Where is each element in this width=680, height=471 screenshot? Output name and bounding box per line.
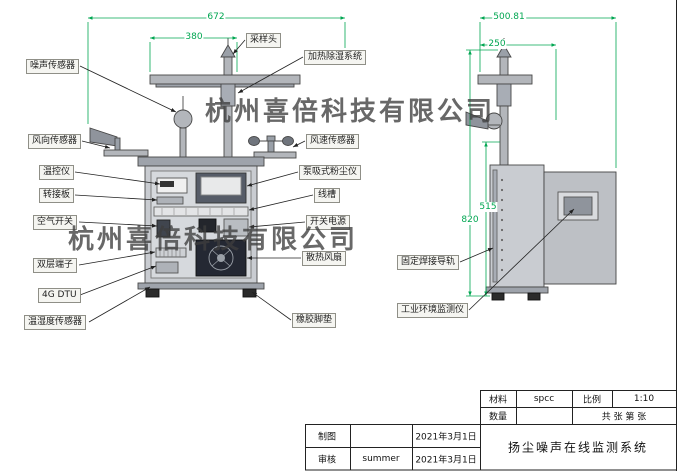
leader-terminal bbox=[78, 250, 156, 266]
title-block-scale-label: 比例 bbox=[582, 395, 602, 406]
title-block-material-value: spcc bbox=[533, 394, 555, 404]
leader-wind-speed bbox=[292, 140, 306, 148]
title-block-drawing-title: 扬尘噪声在线监测系统 bbox=[507, 440, 649, 455]
sampling-head-cone bbox=[220, 44, 236, 58]
callout-switching-power-supply: 开关电源 bbox=[306, 215, 351, 230]
adapter-board-part bbox=[156, 196, 184, 205]
title-block-quantity-label: 数量 bbox=[488, 412, 508, 423]
leader-welding-rail bbox=[459, 247, 494, 263]
leader-industrial-monitor bbox=[468, 208, 575, 311]
side-cabinet-body bbox=[489, 164, 545, 288]
side-view-drawing bbox=[465, 38, 617, 301]
leader-adapter-board bbox=[74, 194, 158, 202]
callout-air-switch: 空气开关 bbox=[33, 215, 78, 230]
callout-double-layer-terminal: 双层端子 bbox=[33, 258, 78, 273]
front-top-plate bbox=[149, 74, 301, 85]
anemometer-cup bbox=[248, 136, 260, 146]
watermark-text-1: 杭州喜倍科技有限公司 bbox=[205, 97, 496, 127]
dim-side-total-height: 820 bbox=[460, 215, 480, 225]
title-block-checked-label: 审核 bbox=[317, 455, 337, 466]
leader-power-supply bbox=[248, 221, 306, 229]
monitor-enclosure bbox=[543, 171, 617, 285]
leader-sampling-head bbox=[232, 39, 246, 55]
title-block-scale-value: 1:10 bbox=[633, 394, 655, 404]
callout-sampling-head: 采样头 bbox=[246, 33, 282, 48]
callout-pump-dust-meter: 泵吸式粉尘仪 bbox=[299, 165, 362, 180]
leader-temp-controller bbox=[74, 171, 161, 186]
callout-cooling-fan: 散热风扇 bbox=[302, 251, 347, 266]
leader-wind-direction bbox=[81, 140, 111, 149]
wire-duct-part bbox=[153, 206, 249, 217]
callout-temp-humidity-sensor: 温湿度传感器 bbox=[24, 315, 87, 330]
dim-front-total-width: 672 bbox=[206, 12, 226, 22]
leader-wire-duct bbox=[248, 194, 314, 211]
front-view-drawing bbox=[89, 38, 301, 298]
dim-side-total-width: 500.81 bbox=[492, 12, 526, 22]
title-block-material-label: 材料 bbox=[488, 395, 508, 406]
leader-temp-humidity bbox=[88, 286, 151, 323]
anemometer-cup bbox=[282, 136, 294, 146]
callout-4g-dtu: 4G DTU bbox=[38, 288, 81, 303]
title-block-drawn-date: 2021年3月1日 bbox=[415, 432, 477, 443]
wind-vane-blade bbox=[89, 127, 118, 147]
dim-side-top-width: 250 bbox=[487, 39, 507, 49]
leader-air-switch bbox=[78, 221, 158, 228]
leader-dust-meter bbox=[246, 171, 299, 187]
callout-wire-duct: 线槽 bbox=[314, 188, 341, 203]
power-supply-part bbox=[223, 218, 249, 237]
callout-adapter-board: 转接板 bbox=[39, 188, 75, 203]
noise-sensor-ball bbox=[173, 109, 193, 129]
callout-noise-sensor: 噪声传感器 bbox=[26, 59, 80, 74]
dim-front-top-width: 380 bbox=[184, 32, 204, 42]
callout-rubber-foot-pad: 橡胶脚垫 bbox=[292, 313, 337, 328]
leader-rubber-pad bbox=[251, 291, 292, 321]
callout-industrial-env-monitor: 工业环境监测仪 bbox=[397, 303, 469, 318]
leader-noise-sensor bbox=[79, 65, 177, 113]
leader-dtu bbox=[79, 265, 157, 296]
air-switch-part bbox=[156, 219, 171, 238]
cooling-fan-circle bbox=[208, 245, 234, 271]
title-block-drawn-label: 制图 bbox=[317, 432, 337, 443]
callout-heating-dehumidification: 加热除湿系统 bbox=[304, 50, 367, 65]
dim-side-lower-height: 515 bbox=[478, 202, 498, 212]
title-block-sheet-info: 共 张 第 张 bbox=[601, 412, 647, 423]
callout-temperature-controller: 温控仪 bbox=[39, 165, 75, 180]
callout-fixed-welding-rail: 固定焊接导轨 bbox=[397, 255, 460, 270]
terminal-block-part bbox=[155, 247, 187, 258]
callout-wind-speed-sensor: 风速传感器 bbox=[306, 134, 360, 149]
welding-rail bbox=[492, 169, 498, 283]
callout-wind-direction-sensor: 风向传感器 bbox=[28, 134, 82, 149]
title-block-grid bbox=[305, 0, 677, 471]
title-block-checked-by: summer bbox=[362, 454, 400, 464]
leader-lines bbox=[74, 39, 575, 323]
leader-heating bbox=[237, 56, 304, 94]
watermark-text-2: 杭州喜倍科技有限公司 bbox=[68, 225, 359, 255]
title-block-checked-date: 2021年3月1日 bbox=[415, 455, 477, 466]
dtu-part bbox=[155, 261, 179, 274]
rubber-foot bbox=[145, 288, 160, 298]
